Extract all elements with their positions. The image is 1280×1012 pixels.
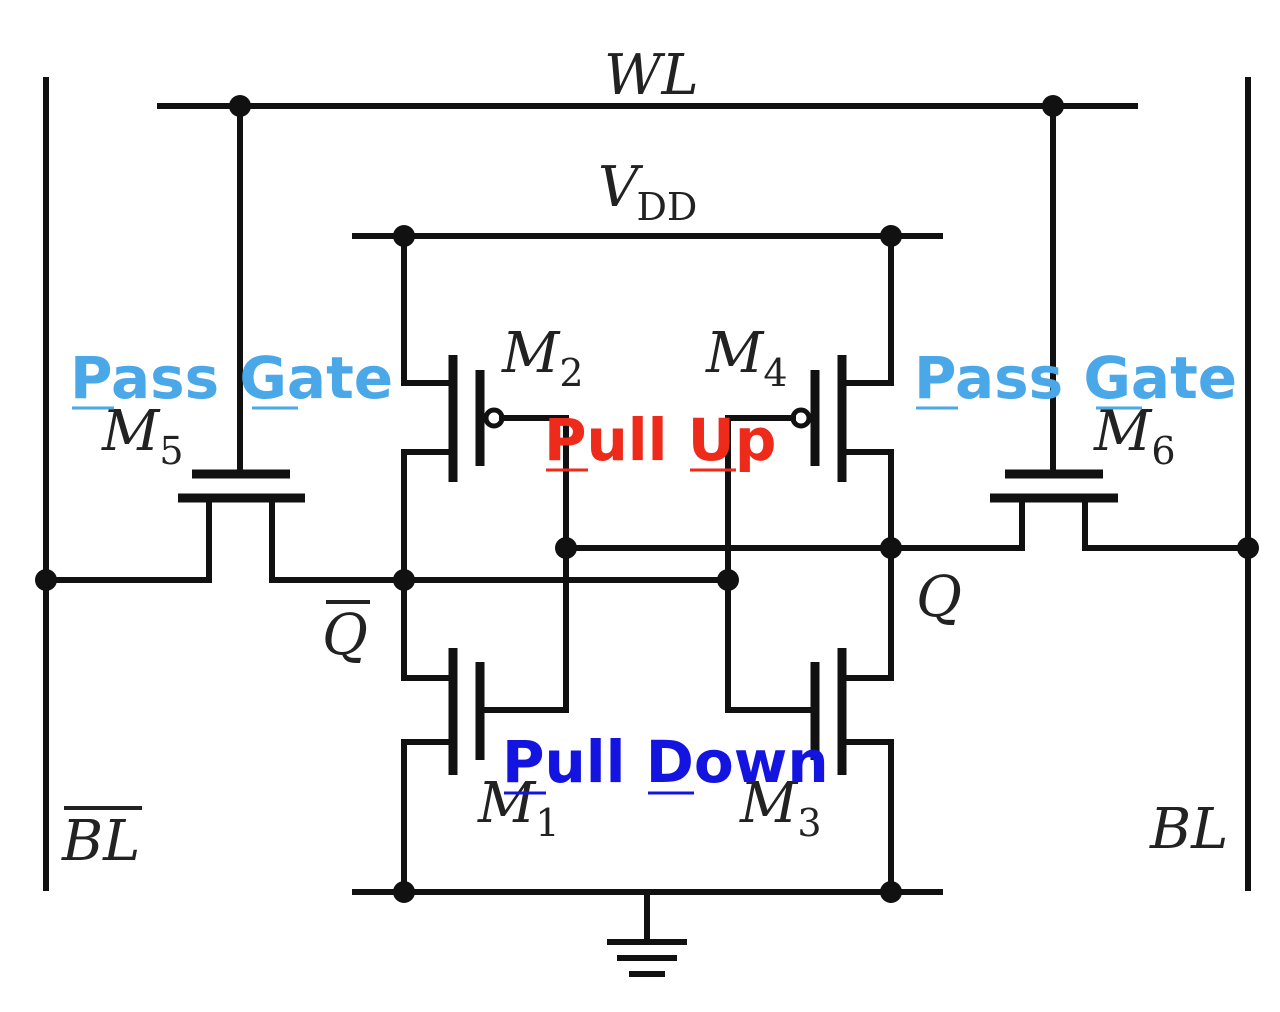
pull-up-label: Pull Up bbox=[544, 406, 776, 474]
m2-pmos-transistor-icon bbox=[448, 355, 505, 482]
junction-dot bbox=[229, 95, 251, 117]
q-bar-label: Q bbox=[322, 603, 368, 668]
m3-label: M3 bbox=[739, 771, 822, 845]
m2-label: M2 bbox=[501, 321, 584, 395]
q-label: Q bbox=[916, 565, 962, 630]
junction-dot bbox=[555, 537, 577, 559]
m1-nmos-transistor-icon bbox=[448, 648, 485, 775]
junction-dot bbox=[35, 569, 57, 591]
junction-dot bbox=[1042, 95, 1064, 117]
m5-pass-gate-transistor-icon bbox=[178, 469, 305, 503]
pull-down-label: Pull Down bbox=[502, 728, 829, 796]
m4-pmos-transistor-icon bbox=[790, 355, 847, 482]
pass-gate-right-label: Pass Gate bbox=[914, 344, 1237, 412]
bit-line-label: BL bbox=[1149, 797, 1228, 862]
bit-line-bar-label: BL bbox=[61, 809, 140, 874]
ground-symbol-icon bbox=[607, 889, 687, 977]
word-line-label: WL bbox=[604, 43, 699, 108]
m4-label: M4 bbox=[705, 321, 788, 395]
m5-label: M5 bbox=[101, 399, 184, 473]
m6-pass-gate-transistor-icon bbox=[990, 469, 1118, 503]
vdd-label: VDD bbox=[598, 155, 697, 229]
m6-label: M6 bbox=[1093, 399, 1176, 473]
m1-label: M1 bbox=[477, 771, 560, 845]
junction-dot bbox=[1237, 537, 1259, 559]
pass-gate-left-label: Pass Gate bbox=[70, 344, 393, 412]
junction-dot bbox=[717, 569, 739, 591]
